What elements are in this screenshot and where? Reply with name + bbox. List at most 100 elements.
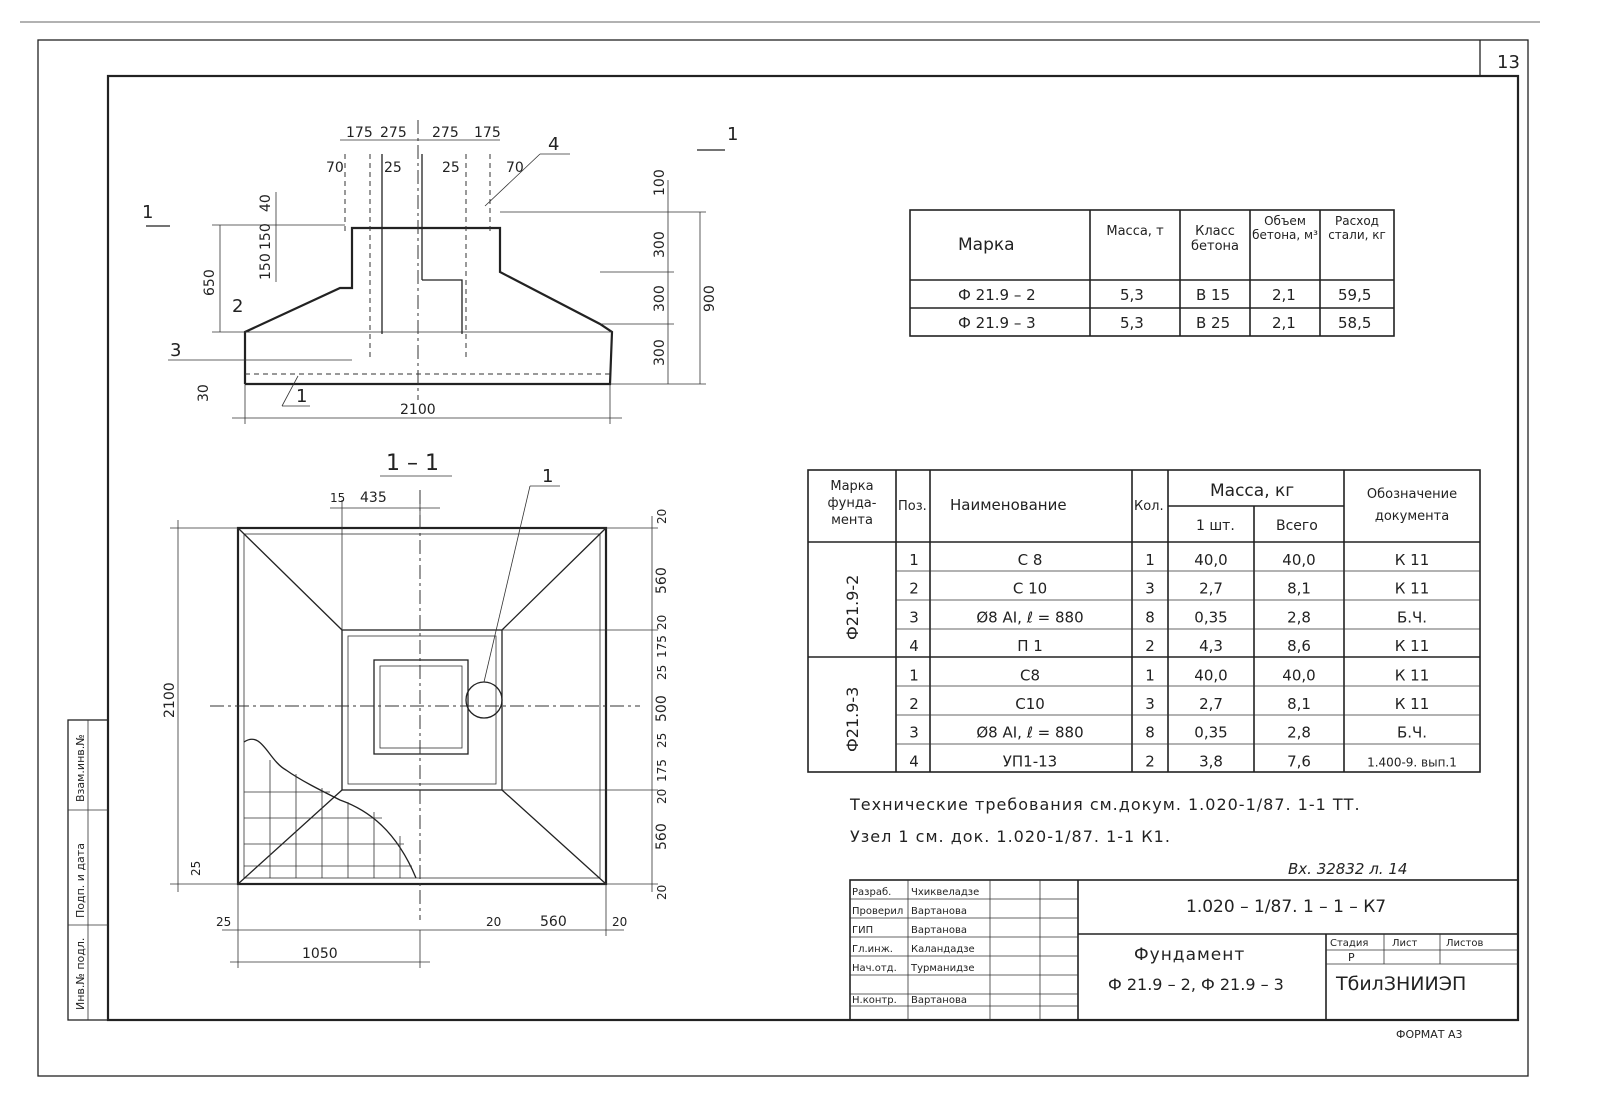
spec-header-name: Наименование — [950, 496, 1067, 514]
plan-top-dim-15: 15 — [330, 491, 345, 505]
stamp-inv-podl: Инв.№ подл. — [74, 938, 87, 1010]
plan-callout-label: 1 — [542, 466, 553, 487]
spec-cell: 3 — [1145, 580, 1155, 598]
svg-text:20: 20 — [655, 615, 669, 630]
svg-text:175: 175 — [655, 635, 669, 658]
elev-pos-4: 4 — [548, 134, 559, 155]
svg-text:20: 20 — [655, 789, 669, 804]
spec-header-massall: Всего — [1276, 518, 1318, 534]
spec-cell: 3 — [909, 608, 919, 626]
marka-row-2: Ф 21.9 – 3 5,3 В 25 2,1 58,5 — [958, 314, 1371, 332]
title-block-name: Каландадзе — [911, 944, 975, 955]
spec-cell: 8 — [1145, 608, 1155, 626]
svg-text:Ф 21.9 – 2: Ф 21.9 – 2 — [958, 286, 1036, 304]
svg-text:300: 300 — [652, 285, 668, 312]
spec-cell: 8,1 — [1287, 580, 1311, 598]
svg-text:300: 300 — [652, 231, 668, 258]
title-block-role: Разраб. — [852, 887, 891, 898]
spec-cell: 2 — [1145, 752, 1155, 770]
plan-top-dim-435: 435 — [360, 490, 387, 506]
note-node: Узел 1 см. док. 1.020-1/87. 1-1 К1. — [850, 827, 1171, 846]
outer-frame — [37, 39, 1529, 1077]
svg-text:20: 20 — [655, 885, 669, 900]
svg-text:30: 30 — [196, 384, 212, 402]
spec-cell: 1 — [1145, 666, 1155, 684]
svg-text:58,5: 58,5 — [1338, 314, 1371, 332]
svg-text:560: 560 — [654, 823, 670, 850]
elev-bottom-dim: 2100 — [400, 402, 436, 418]
svg-text:В 15: В 15 — [1196, 286, 1230, 304]
stamp-vzam-inv: Взам.инв.№ — [74, 734, 87, 802]
plan-title: 1 – 1 — [386, 451, 439, 476]
spec-cell: 2 — [909, 695, 919, 713]
doc-title-line1: Фундамент — [1134, 945, 1245, 965]
spec-header-doc: Обозначение документа — [1366, 487, 1458, 524]
svg-text:Ф 21.9 – 3: Ф 21.9 – 3 — [958, 314, 1036, 332]
title-block-role: Гл.инж. — [852, 944, 893, 955]
svg-text:25: 25 — [442, 160, 460, 176]
stamp-podp-data: Подп. и дата — [74, 843, 87, 918]
sheet-header: Лист — [1392, 938, 1418, 949]
doc-code: 1.020 – 1/87. 1 – 1 – К7 — [1186, 897, 1386, 917]
spec-cell: Б.Ч. — [1397, 724, 1427, 742]
svg-text:40: 40 — [258, 194, 274, 212]
spec-cell: 0,35 — [1194, 724, 1227, 742]
spec-cell: 4 — [909, 752, 919, 770]
marka-header-steel: Расход стали, кг — [1328, 214, 1386, 242]
svg-text:175: 175 — [346, 125, 373, 141]
spec-cell: 2,8 — [1287, 724, 1311, 742]
spec-cell: К 11 — [1395, 551, 1430, 569]
spec-cell: П 1 — [1017, 637, 1043, 655]
svg-text:500: 500 — [654, 695, 670, 722]
spec-group-1-marka: Ф21.9-2 — [843, 575, 862, 640]
elev-pos-1: 1 — [296, 386, 307, 407]
note-tech-requirements: Технические требования см.докум. 1.020-1… — [849, 795, 1361, 814]
elev-right-dims: 100 300 300 300 900 — [652, 169, 718, 366]
marka-header-marka: Марка — [958, 235, 1015, 255]
title-block-name: Вартанова — [911, 906, 967, 917]
node-callout-circle — [465, 681, 503, 719]
svg-text:20: 20 — [655, 509, 669, 524]
elev-left-dims: 40 150 150 650 30 — [196, 194, 274, 402]
plan-bottom-dim-560: 560 — [540, 914, 567, 930]
marka-table: Марка Масса, т Класс бетона Объем бетона… — [909, 209, 1395, 337]
spec-cell: К 11 — [1395, 695, 1430, 713]
title-block-name: Вартанова — [911, 925, 967, 936]
title-block-role: Нач.отд. — [852, 963, 897, 974]
elevation-view: 175 275 275 175 70 25 25 70 40 150 150 6… — [142, 120, 738, 424]
section-mark-right: 1 — [727, 124, 738, 145]
svg-text:275: 275 — [432, 125, 459, 141]
inventory-number: Вх. 32832 л. 14 — [1288, 860, 1407, 878]
spec-cell: 2,7 — [1199, 580, 1223, 598]
spec-cell: 0,35 — [1194, 608, 1227, 626]
spec-cell: 40,0 — [1194, 666, 1227, 684]
foundation-outline — [243, 226, 614, 386]
svg-text:25: 25 — [655, 733, 669, 748]
svg-text:В 25: В 25 — [1196, 314, 1230, 332]
spec-cell: К 11 — [1395, 580, 1430, 598]
format-label: ФОРМАТ А3 — [1396, 1028, 1463, 1041]
spec-cell: Б.Ч. — [1397, 608, 1427, 626]
svg-text:2,1: 2,1 — [1272, 314, 1296, 332]
title-block-name: Турманидзе — [910, 963, 974, 974]
svg-text:560: 560 — [654, 567, 670, 594]
svg-text:70: 70 — [326, 160, 344, 176]
marka-header-mass: Масса, т — [1106, 224, 1164, 239]
spec-header-pos: Поз. — [898, 499, 927, 514]
marka-header-class: Класс бетона — [1190, 224, 1239, 254]
specification-table: Марка фунда-мента Поз. Наименование Кол.… — [807, 469, 1481, 773]
organization: ТбилЗНИИЭП — [1335, 973, 1466, 995]
plan-bottom-dim-25: 25 — [216, 915, 231, 929]
plan-bottom-dim-20a: 20 — [486, 915, 501, 929]
spec-cell: С 10 — [1013, 580, 1047, 598]
stage-header: Стадия — [1330, 938, 1368, 949]
svg-text:150: 150 — [258, 223, 274, 250]
page-number: 13 — [1497, 52, 1520, 73]
marka-row-1: Ф 21.9 – 2 5,3 В 15 2,1 59,5 — [958, 286, 1371, 304]
spec-cell: К 11 — [1395, 637, 1430, 655]
side-stamp: Инв.№ подл. Подп. и дата Взам.инв.№ — [67, 719, 109, 1021]
doc-title-line2: Ф 21.9 – 2, Ф 21.9 – 3 — [1108, 975, 1284, 994]
